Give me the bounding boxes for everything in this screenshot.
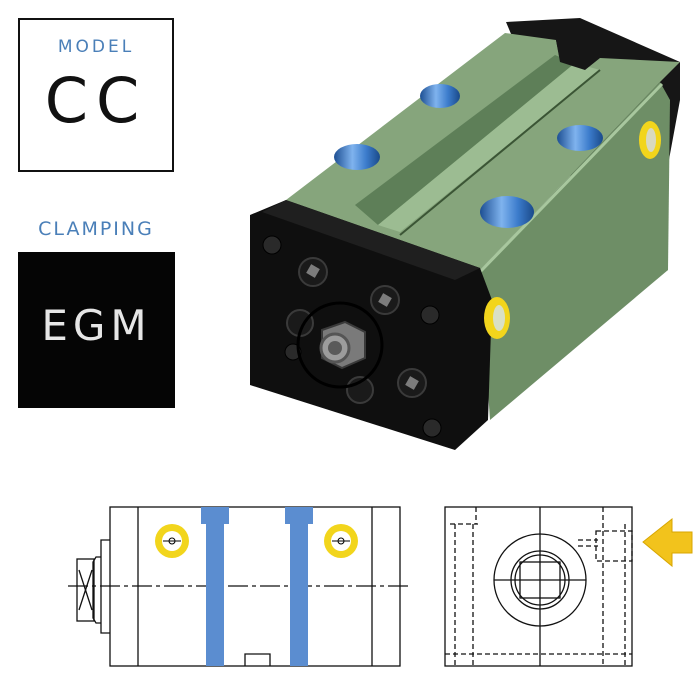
model-label: MODEL — [57, 37, 135, 57]
mounting-bolts — [201, 507, 313, 666]
side-ports — [155, 524, 358, 558]
end-view-drawing — [444, 506, 633, 667]
clamping-label: CLAMPING — [38, 218, 154, 240]
clamping-value: EGM — [41, 301, 152, 350]
side-view-drawing — [68, 506, 412, 667]
model-value: CC — [44, 64, 148, 137]
clamping-badge: EGM — [18, 252, 175, 408]
model-badge: MODEL CC — [18, 18, 174, 172]
port-arrow-icon — [642, 517, 693, 568]
